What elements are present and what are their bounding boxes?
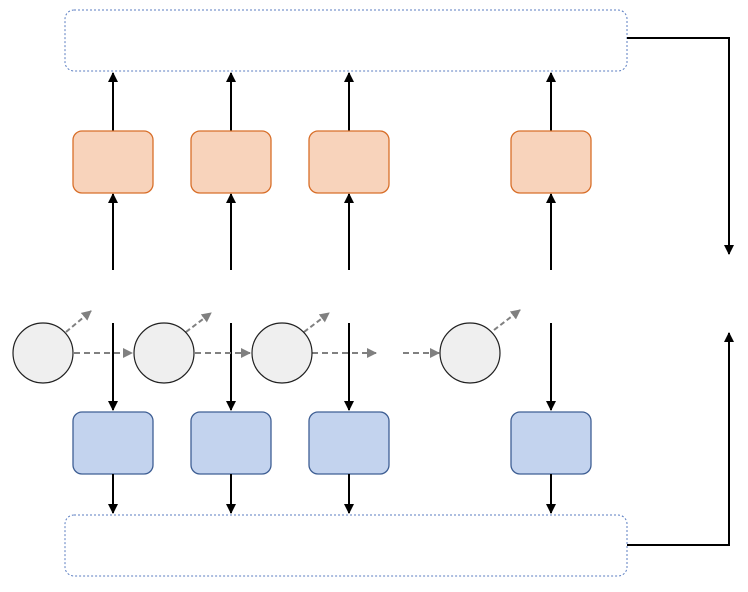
state-output-arrow — [65, 310, 92, 333]
state-output-arrow — [303, 312, 330, 333]
orange-block — [72, 130, 154, 194]
feedback-arrow-bottom — [627, 332, 734, 546]
state-circle — [439, 322, 501, 384]
bottom-bar — [64, 514, 628, 577]
state-circle — [251, 322, 313, 384]
blue-block — [190, 411, 272, 475]
state-output-arrow — [185, 312, 212, 333]
state-circle — [12, 322, 74, 384]
orange-block — [190, 130, 272, 194]
blue-block — [308, 411, 390, 475]
top-bar — [64, 9, 628, 72]
blue-block — [72, 411, 154, 475]
state-circle — [133, 322, 195, 384]
feedback-arrow-top — [627, 37, 734, 255]
orange-block — [308, 130, 390, 194]
blue-block — [510, 411, 592, 475]
orange-block — [510, 130, 592, 194]
state-output-arrow — [493, 309, 521, 331]
